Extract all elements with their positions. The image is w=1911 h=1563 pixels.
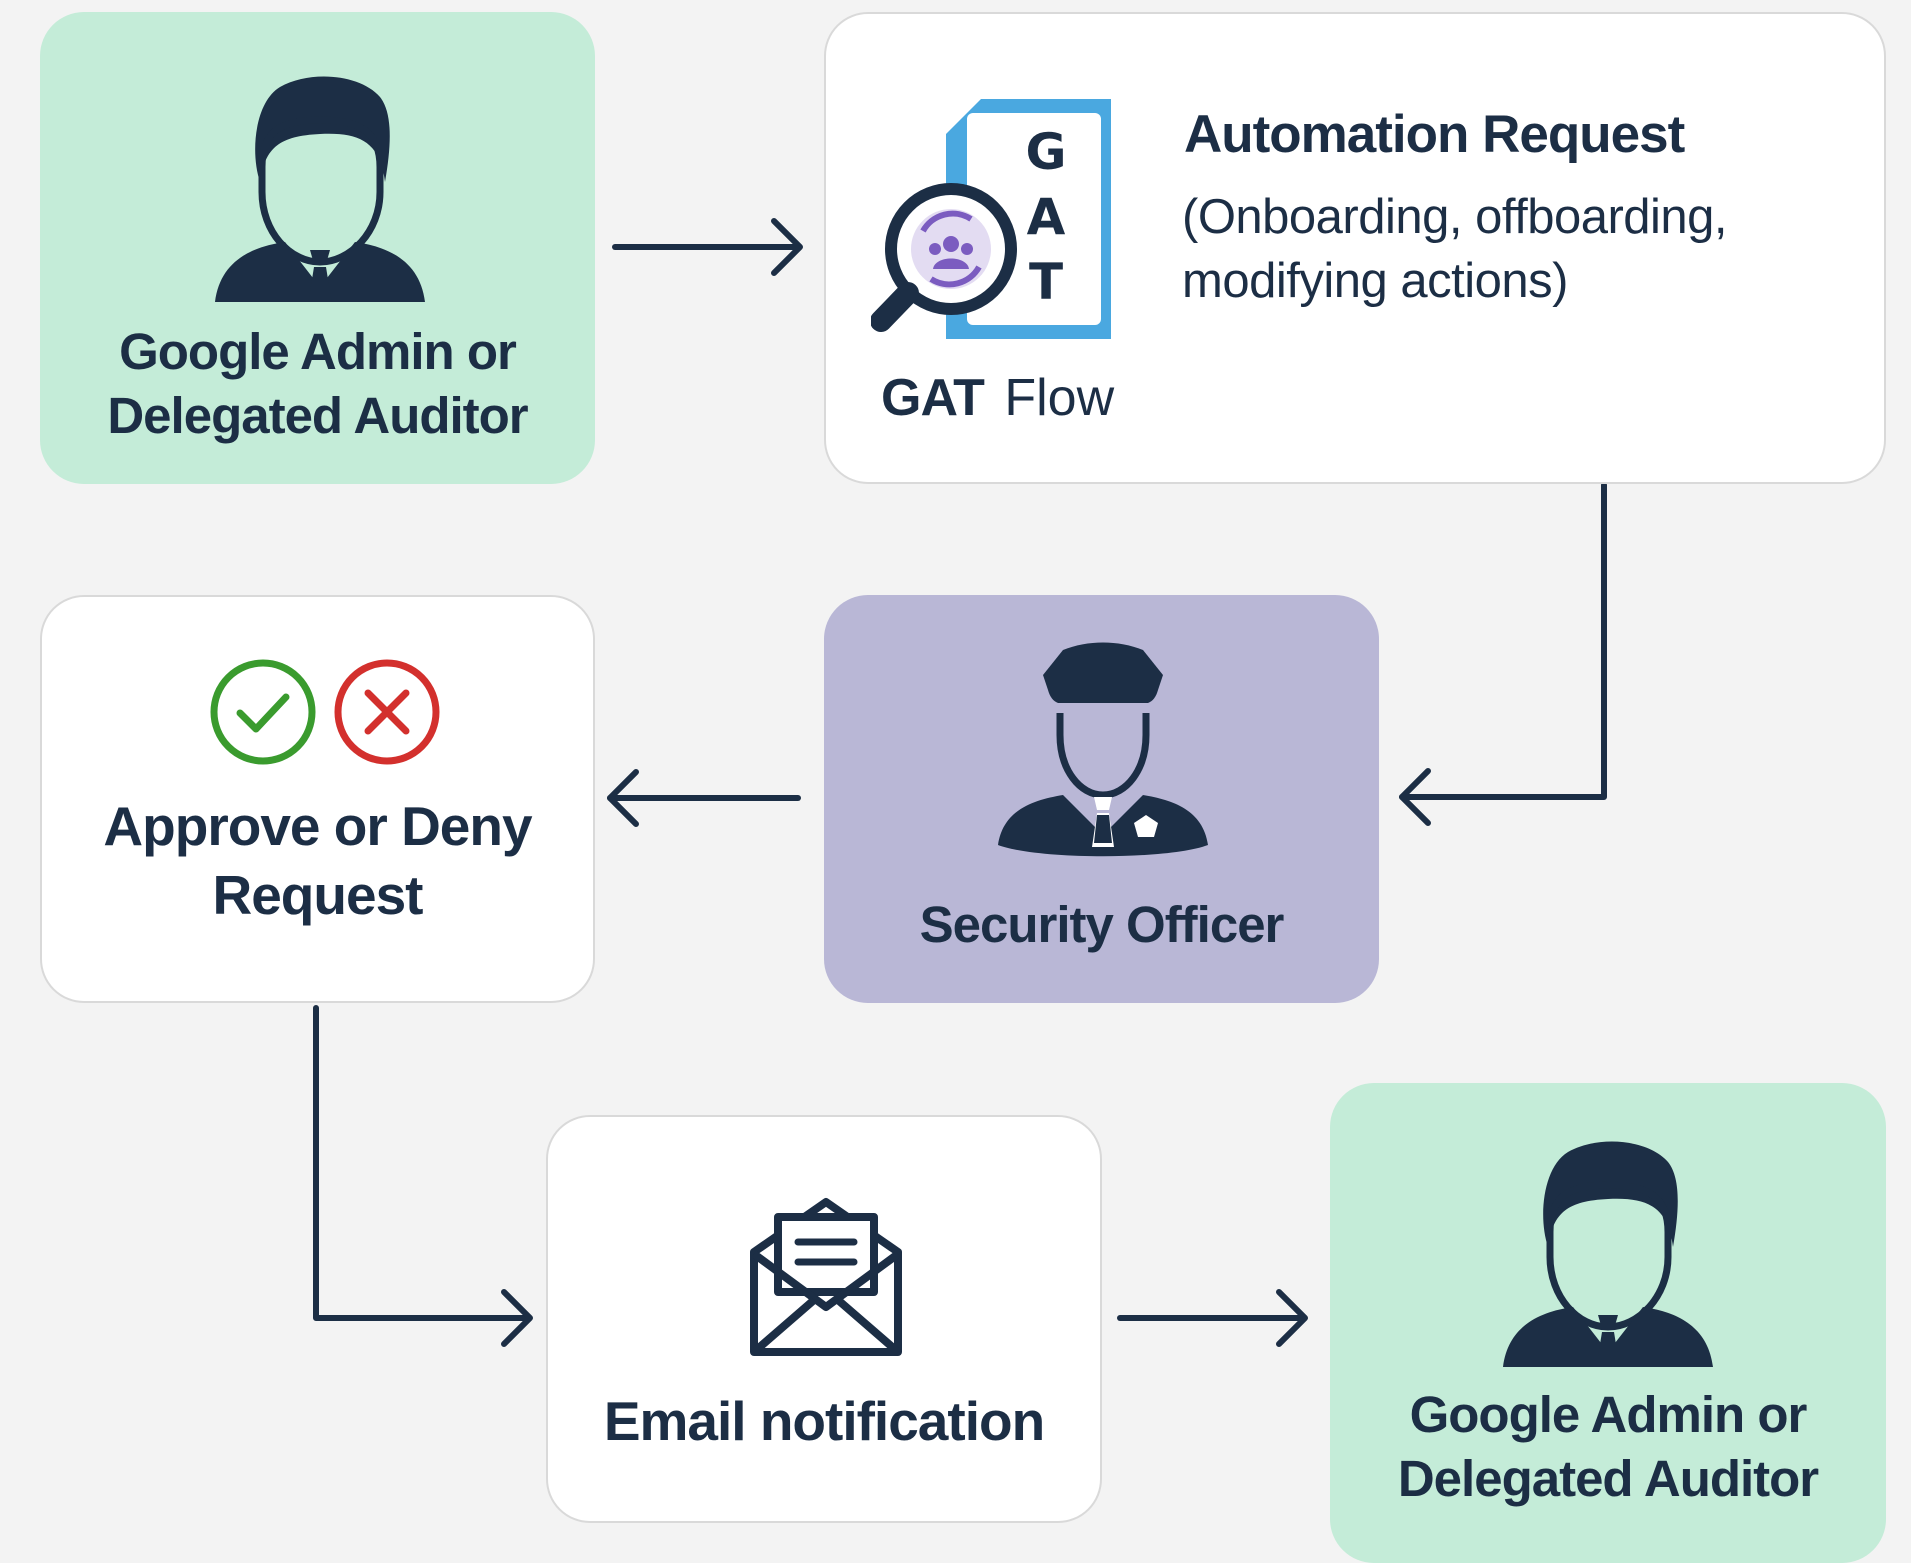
security-officer-box: Security Officer [824, 595, 1379, 1003]
arrow-automation-to-security [1399, 482, 1607, 826]
businessman-icon [215, 76, 425, 302]
admin-requester-label: Google Admin or Delegated Auditor [107, 323, 528, 444]
admin-requester-box: Google Admin or Delegated Auditor [40, 12, 595, 484]
automation-subtitle: (Onboarding, offboarding, modifying acti… [1182, 190, 1728, 308]
admin-recipient-label: Google Admin or Delegated Auditor [1397, 1386, 1819, 1507]
x-circle-icon [334, 659, 440, 765]
approve-deny-box: Approve or Deny Request [40, 595, 595, 1003]
arrow-email-to-admin [1117, 1289, 1308, 1347]
automation-title: Automation Request [1184, 105, 1685, 164]
automation-request-box: G A T GAT Flow Automation Request (Onboa… [824, 12, 1886, 484]
arrow-admin-to-automation [612, 218, 803, 276]
admin-recipient-box: Google Admin or Delegated Auditor [1330, 1083, 1886, 1563]
arrow-security-to-approve [607, 769, 801, 827]
gat-flow-brand: GAT Flow [881, 372, 1114, 424]
approve-deny-label: Approve or Deny Request [103, 795, 532, 926]
check-circle-icon [210, 659, 316, 765]
brand-light: Flow [1004, 369, 1115, 427]
brand-bold: GAT [881, 369, 985, 427]
businessman-icon [1503, 1141, 1713, 1367]
security-officer-icon [998, 642, 1208, 857]
open-envelope-icon [750, 1198, 902, 1356]
gat-letter-a: A [1027, 188, 1066, 246]
gat-letter-g: G [1025, 123, 1066, 181]
email-notification-box: Email notification [546, 1115, 1102, 1523]
security-officer-label: Security Officer [919, 896, 1285, 953]
email-notification-label: Email notification [603, 1390, 1045, 1452]
arrow-approve-to-email [313, 1005, 533, 1347]
gat-document-icon: G A T [871, 99, 1111, 339]
gat-letter-t: T [1029, 253, 1063, 311]
